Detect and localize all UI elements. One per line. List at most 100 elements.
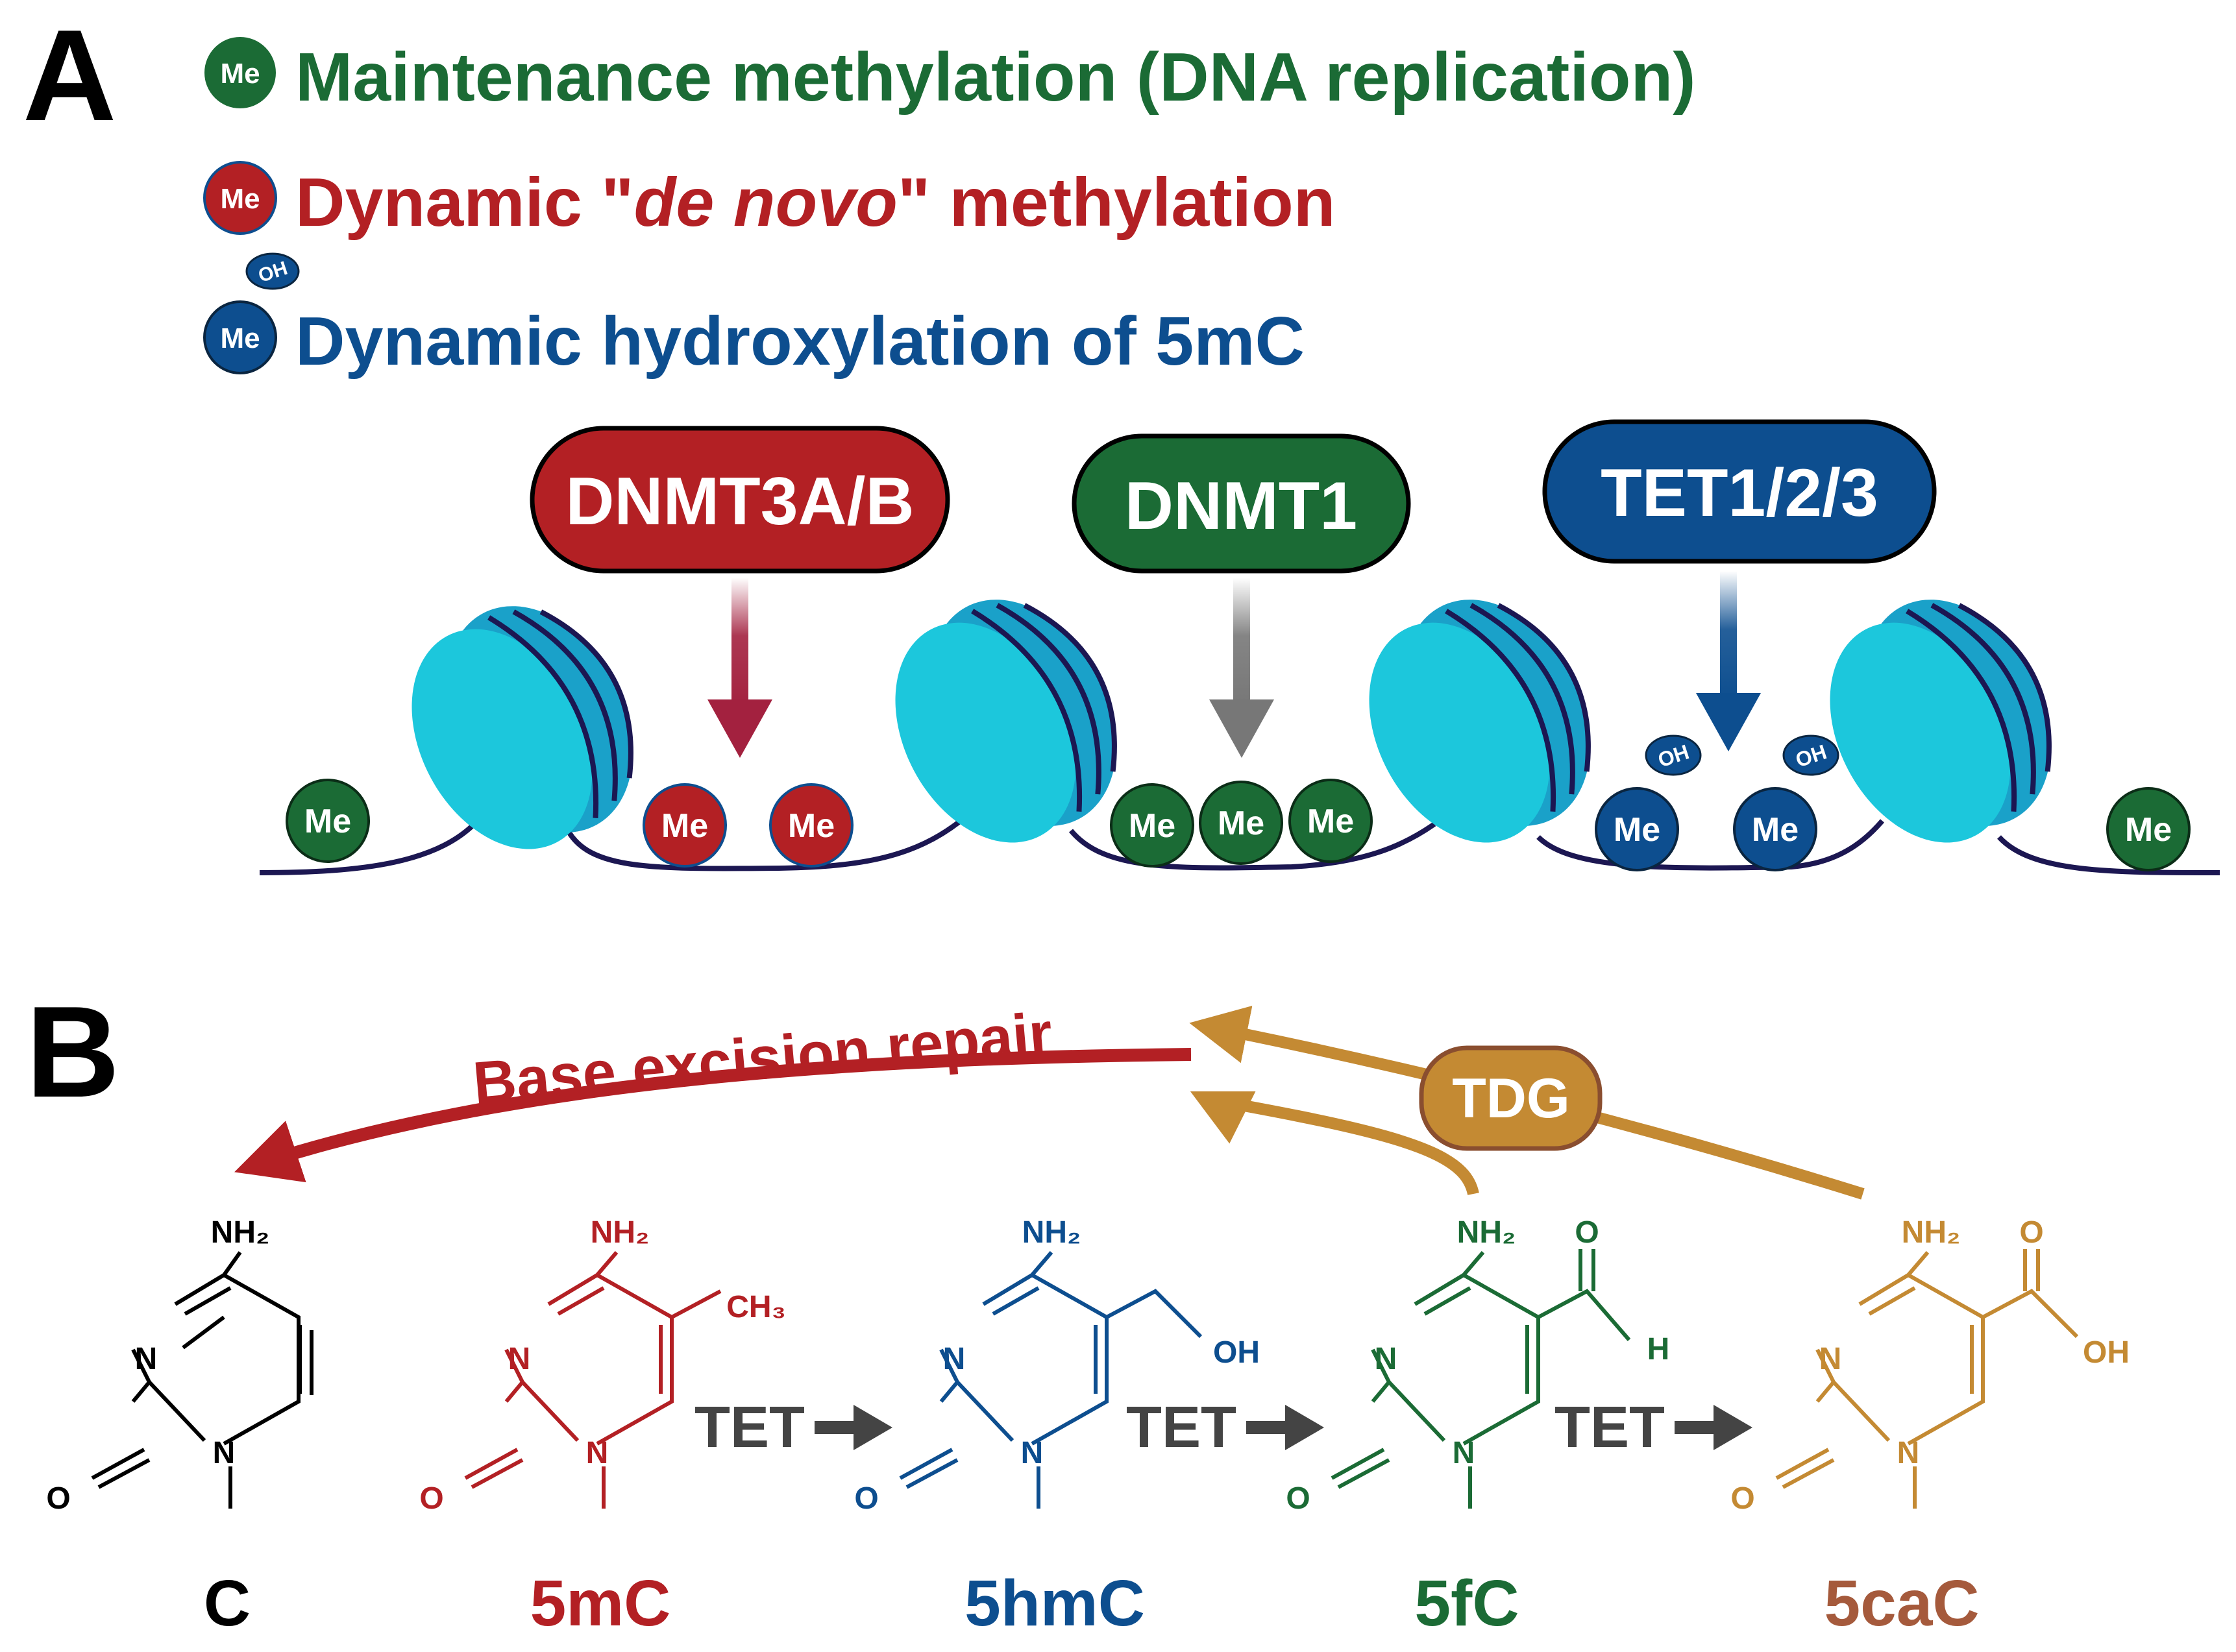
dna-wrap xyxy=(1445,609,1556,812)
legend-denovo-pre: Dynamic " xyxy=(295,164,634,241)
me-mark-text: Me xyxy=(788,807,835,845)
legend-maintenance-text: Maintenance methylation (DNA replication… xyxy=(295,39,1696,115)
oh-badge xyxy=(245,252,300,290)
me-mark-text: Me xyxy=(1752,811,1799,849)
legend-denovo-text: Dynamic "de novo" methylation xyxy=(295,164,1336,241)
nucleosome-front xyxy=(895,622,1076,843)
me-mark-text: Me xyxy=(2125,811,2172,849)
molecule-5mc: NH₂ CH₃ N N O 5mC xyxy=(419,1215,785,1640)
atom-o: O xyxy=(419,1481,443,1516)
me-oh-mark-blue: Me OH xyxy=(1733,735,1839,871)
atom-nh2: NH₂ xyxy=(1902,1215,1961,1250)
me-mark-red: Me xyxy=(643,783,727,868)
molecule-label: 5hmC xyxy=(964,1567,1145,1640)
ber-arrow xyxy=(234,1048,1192,1183)
legend-denovo-italic: de novo xyxy=(634,164,898,241)
atom-n: N xyxy=(1819,1342,1842,1376)
dna-wrap xyxy=(1930,603,2036,795)
atom-h: H xyxy=(1647,1332,1670,1367)
nucleosome-front xyxy=(1830,622,2011,843)
atom-n: N xyxy=(1453,1436,1475,1470)
enzyme-tet-box xyxy=(1542,419,1937,564)
panel-b-label: B xyxy=(26,980,119,1124)
me-badge-text: Me xyxy=(220,183,260,215)
tdg-pill: TDG xyxy=(1419,1045,1603,1151)
me-mark-red: Me xyxy=(769,783,854,868)
me-mark-green: Me xyxy=(1288,779,1373,863)
atom-o: O xyxy=(2019,1215,2043,1250)
atom-nh2: NH₂ xyxy=(1457,1215,1516,1250)
tdg-arrow-from-5fc xyxy=(1190,1091,1479,1196)
enzyme-dnmt3-label: DNMT3A/B xyxy=(565,464,914,539)
legend-hydroxylation: Me OH Dynamic hydroxylation of 5mC xyxy=(203,252,1305,380)
atom-ch3: CH₃ xyxy=(726,1290,786,1324)
panel-b: B Base excision repair TDG TET TET TET xyxy=(26,980,2130,1640)
atom-nh2: NH₂ xyxy=(1022,1215,1081,1250)
dna-wrap xyxy=(512,609,618,801)
arrow-dnmt1-head xyxy=(1209,699,1274,758)
atom-oh: OH xyxy=(2083,1335,2130,1370)
arrow-dnmt1-shaft xyxy=(1233,577,1250,707)
me-mark-text: Me xyxy=(1218,805,1264,842)
atom-n: N xyxy=(508,1342,531,1376)
arrow-dnmt3-head xyxy=(707,699,772,758)
nucleosome-2 xyxy=(895,600,1117,843)
atom-o: O xyxy=(1575,1215,1599,1250)
me-badge-text: Me xyxy=(220,58,260,90)
atom-o: O xyxy=(854,1481,878,1516)
nucleosome-4 xyxy=(1830,600,2052,843)
legend-maintenance: Me Maintenance methylation (DNA replicat… xyxy=(204,37,1696,115)
dna-wrap xyxy=(971,609,1083,812)
molecule-label: 5caC xyxy=(1824,1567,1979,1640)
enzyme-arrows xyxy=(707,571,1761,758)
arrow-tet-shaft xyxy=(1720,571,1737,701)
ring-bonds xyxy=(464,1273,722,1509)
nucleosome-1 xyxy=(412,606,633,849)
me-oh-mark-blue: Me OH xyxy=(1595,735,1702,871)
me-badge-green xyxy=(204,37,276,108)
legend-denovo-post: " methylation xyxy=(898,164,1336,241)
ring-bonds xyxy=(1775,1249,2079,1509)
tet-arrow-3: TET xyxy=(1554,1395,1752,1460)
nucleosome-3 xyxy=(1369,600,1591,843)
ring-bonds xyxy=(1331,1249,1631,1509)
enzyme-tet-label: TET1/2/3 xyxy=(1601,456,1878,531)
methyl-marks: Me Me Me Me Me Me xyxy=(286,735,2191,871)
enzyme-tet-pill: TET1/2/3 xyxy=(1542,419,1937,564)
panel-a-label: A xyxy=(23,3,116,148)
atom-o: O xyxy=(46,1481,70,1516)
tdg-box xyxy=(1419,1045,1603,1151)
enzyme-dnmt1-pill: DNMT1 xyxy=(1072,433,1411,574)
nucleosome-front xyxy=(1369,622,1550,843)
dna-wrap xyxy=(1906,609,2017,812)
me-mark-green: Me xyxy=(2106,787,2191,871)
dna-wrap xyxy=(1023,603,1117,772)
dna-wrap xyxy=(487,615,599,818)
tet-arrow-2: TET xyxy=(1126,1395,1324,1460)
panel-a: A Me Maintenance methylation (DNA replic… xyxy=(23,3,2220,875)
dna-wrap xyxy=(539,609,633,779)
molecule-5cac: NH₂ O OH N N O 5caC xyxy=(1730,1215,2130,1640)
me-badge-text: Me xyxy=(220,322,260,354)
tet-arrow-label: TET xyxy=(1126,1395,1236,1460)
dna-wrap xyxy=(1958,603,2052,772)
molecule-label: C xyxy=(204,1567,251,1640)
dna-wrap xyxy=(996,603,1101,795)
atom-n: N xyxy=(1375,1342,1397,1376)
atom-n: N xyxy=(943,1342,966,1376)
me-mark-text: Me xyxy=(1307,803,1354,840)
me-mark-text: Me xyxy=(304,803,351,840)
ring-bonds xyxy=(91,1273,313,1509)
atom-nh2: NH₂ xyxy=(591,1215,650,1250)
arrow-dnmt3-shaft xyxy=(731,577,748,707)
me-mark-text: Me xyxy=(1129,807,1175,845)
arrow-tet-head xyxy=(1696,693,1761,751)
dna-strand xyxy=(259,816,2220,875)
molecule-label: 5fC xyxy=(1414,1567,1519,1640)
atom-n: N xyxy=(1897,1436,1920,1470)
me-badge-blue xyxy=(203,300,277,374)
me-mark-green: Me xyxy=(286,779,370,863)
me-mark-green: Me xyxy=(1110,783,1194,868)
tet-arrow-label: TET xyxy=(1554,1395,1665,1460)
